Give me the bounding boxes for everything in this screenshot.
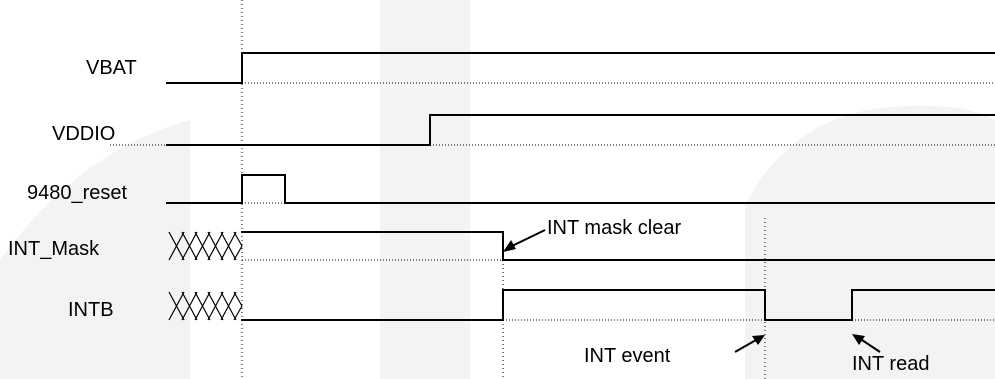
annotation-int-read-label: INT read (852, 353, 929, 375)
waveform-vbat (166, 52, 995, 84)
waveform-vddio (110, 114, 995, 146)
intb-unknown-region (168, 291, 243, 321)
annotation-int-read: INT read (852, 334, 929, 375)
annotation-int-event-label: INT event (584, 345, 671, 367)
waveform-int-mask (168, 231, 995, 261)
int-mask-unknown-region (168, 231, 243, 261)
waveform-intb (168, 289, 995, 321)
annotation-int-event: INT event (584, 335, 765, 367)
signal-label-reset: 9480_reset (27, 182, 128, 204)
signal-label-int-mask: INT_Mask (8, 238, 100, 260)
annotation-int-mask-clear-label: INT mask clear (547, 217, 681, 239)
signal-label-vddio: VDDIO (52, 123, 115, 145)
signal-label-intb: INTB (68, 299, 114, 321)
annotation-int-mask-clear: INT mask clear (503, 217, 681, 252)
waveform-reset (166, 174, 995, 204)
signal-label-vbat: VBAT (86, 57, 137, 79)
